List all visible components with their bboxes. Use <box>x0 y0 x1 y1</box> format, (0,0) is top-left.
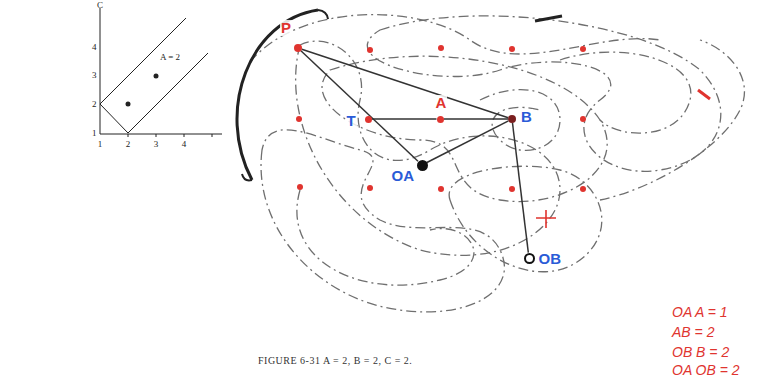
axis-line <box>100 134 222 135</box>
data-dot <box>126 102 131 107</box>
handwritten-note: AB = 2 <box>672 324 714 340</box>
axis-label: 2 <box>92 99 97 109</box>
point-label: A <box>435 95 448 111</box>
point-marker: A <box>437 116 444 123</box>
handwritten-note: OB B = 2 <box>672 344 729 360</box>
axis-label: 4 <box>182 139 187 149</box>
axis-label: C <box>97 0 103 10</box>
point-dot <box>437 116 444 123</box>
dashed-loop <box>367 16 720 171</box>
point-marker: OB <box>524 253 535 264</box>
grid-dot <box>367 185 373 191</box>
point-marker: T <box>365 116 372 123</box>
point-dot <box>524 253 535 264</box>
point-marker: OA <box>417 160 428 171</box>
grid-dot <box>438 186 444 192</box>
axis-label: 4 <box>92 42 97 52</box>
bracket-arc <box>242 174 252 180</box>
point-label: OA <box>391 168 416 184</box>
dashed-loop <box>560 52 691 133</box>
axis-label: 1 <box>92 128 97 138</box>
grid-dot <box>509 186 515 192</box>
grid-dot <box>580 186 586 192</box>
bracket-arc <box>318 10 328 19</box>
grid-dot <box>438 45 444 51</box>
grid-dot <box>367 47 373 53</box>
dashed-loop <box>480 90 560 151</box>
red-cross <box>536 210 556 228</box>
grid-dot <box>509 46 515 52</box>
boundary-line <box>100 18 186 104</box>
dashed-loop <box>449 166 602 272</box>
dashed-loop <box>250 15 660 62</box>
dashed-loops <box>250 15 744 312</box>
point-dot <box>365 116 372 123</box>
construction-line <box>512 123 528 253</box>
tick-mark <box>128 134 129 137</box>
point-marker: P <box>294 44 302 52</box>
dashed-loop <box>296 41 560 255</box>
axis-label: 2 <box>126 139 131 149</box>
boundary-line <box>100 53 208 133</box>
tick-mark <box>184 134 185 137</box>
tick-mark <box>156 134 157 137</box>
dashed-loop <box>600 40 744 200</box>
grid-dot <box>297 184 303 190</box>
red-mark <box>698 90 710 99</box>
axis-line <box>100 8 101 134</box>
handwritten-note: OA OB = 2 <box>672 362 740 378</box>
point-dot <box>417 160 428 171</box>
construction-line <box>372 118 437 120</box>
grid-dot <box>580 116 586 122</box>
point-marker: B <box>508 115 516 123</box>
point-label: B <box>520 109 533 125</box>
point-dot <box>365 116 372 123</box>
grid-dot <box>580 46 586 52</box>
axis-label: 3 <box>154 139 159 149</box>
data-dot <box>154 74 159 79</box>
point-dot <box>294 44 302 52</box>
point-dot <box>508 115 516 123</box>
dashed-loop <box>261 130 504 312</box>
construction-line <box>444 118 509 120</box>
point-label: P <box>280 20 292 36</box>
construction-line <box>427 121 509 163</box>
tick-mark <box>212 134 213 137</box>
point-dot <box>525 254 534 263</box>
grid-dot <box>296 116 302 122</box>
point-label: T <box>346 113 357 129</box>
grid-dots <box>296 45 586 192</box>
bracket-arc <box>237 10 318 180</box>
construction-line <box>302 49 508 117</box>
point-dot <box>437 116 444 123</box>
axis-label: A = 2 <box>160 52 180 62</box>
construction-line <box>301 51 418 161</box>
inset-chart <box>100 8 222 137</box>
handwritten-note: OA A = 1 <box>672 304 728 320</box>
dashed-loop <box>297 190 474 285</box>
point-dot <box>508 115 516 123</box>
axis-label: 1 <box>98 139 103 149</box>
point-label: OB <box>538 251 563 267</box>
point-dot <box>294 44 302 52</box>
heavy-dash <box>535 16 562 21</box>
point-dot <box>417 160 428 171</box>
axis-label: 3 <box>92 70 97 80</box>
figure-caption: FIGURE 6-31 A = 2, B = 2, C = 2. <box>258 355 412 367</box>
